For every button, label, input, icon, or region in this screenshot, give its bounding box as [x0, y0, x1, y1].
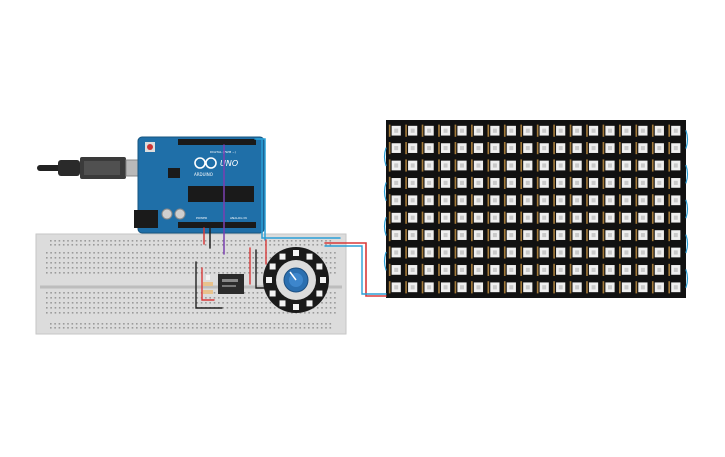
wires	[195, 130, 689, 309]
potentiometer[interactable]	[283, 267, 309, 293]
ring-led	[279, 300, 286, 307]
analog-pin-header[interactable]	[178, 222, 256, 228]
ring-led	[269, 263, 276, 270]
ring-led	[266, 277, 272, 283]
potentiometer-knob[interactable]	[289, 271, 297, 281]
microcontroller-chip	[188, 186, 254, 202]
wire-data-blue-2[interactable]	[256, 138, 266, 241]
power-jack[interactable]	[134, 210, 158, 228]
arduino-logo	[194, 157, 217, 169]
digital-pin-header[interactable]	[178, 139, 256, 145]
ring-leds	[266, 250, 326, 310]
ring-led	[269, 290, 276, 297]
resistors[interactable]	[203, 275, 213, 294]
wire-matrix-vcc[interactable]	[324, 242, 387, 297]
analog-label: ANALOG IN	[230, 216, 247, 220]
usb-cable[interactable]	[37, 157, 145, 179]
board-brand-label: UNO	[220, 159, 238, 168]
digital-label: DIGITAL (PWM ~)	[210, 150, 236, 154]
ring-led	[316, 263, 323, 270]
arduino-uno-board[interactable]: UNO ARDUINO DIGITAL (PWM ~) ANALOG IN PO…	[134, 136, 265, 234]
board-sub-label: ARDUINO	[194, 172, 213, 177]
led-matrix-panel[interactable]	[386, 120, 686, 298]
ring-led	[293, 250, 299, 256]
ring-led	[293, 304, 299, 310]
ring-led	[316, 290, 323, 297]
wire-data-blue[interactable]	[254, 138, 341, 239]
ring-led	[320, 277, 326, 283]
power-label: POWER	[196, 216, 207, 220]
matrix-leds	[388, 124, 681, 294]
ring-led	[306, 300, 313, 307]
ring-led	[306, 253, 313, 260]
ring-led	[279, 253, 286, 260]
ic-chip[interactable]	[218, 274, 244, 294]
wire-matrix-data[interactable]	[324, 245, 387, 295]
